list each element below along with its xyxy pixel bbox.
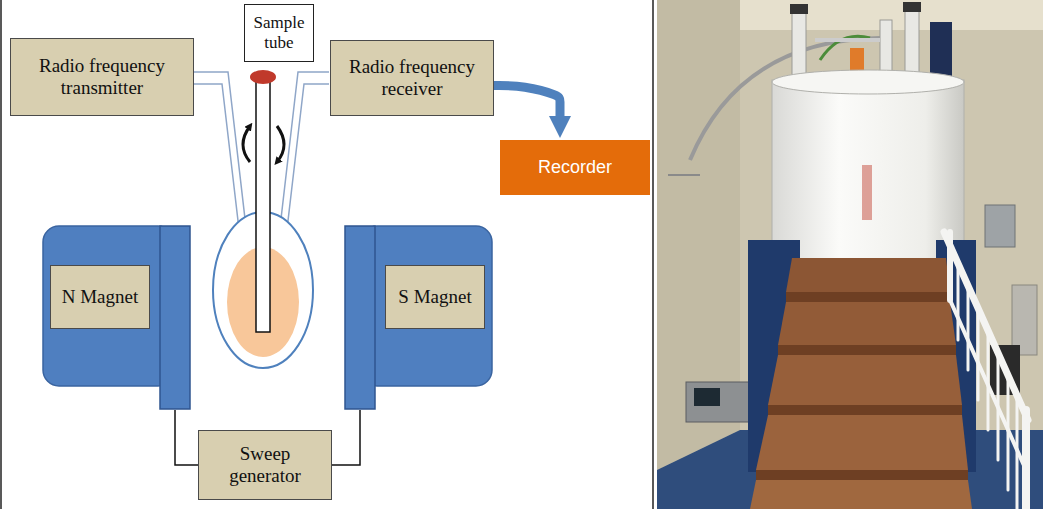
frame-line	[0, 0, 2, 509]
sweep-wire	[175, 410, 198, 465]
frame-line	[652, 0, 654, 509]
node-text: Sweep generator	[205, 443, 325, 487]
sweep-wire	[332, 410, 360, 465]
sweep-generator-box: Sweep generator	[198, 430, 332, 500]
node-text: Radio frequency transmitter	[17, 55, 187, 99]
node-text: N Magnet	[62, 286, 139, 308]
node-text: S Magnet	[398, 286, 471, 308]
node-text: Radio frequency receiver	[337, 56, 487, 100]
rotation-arrow	[243, 126, 250, 162]
node-text: Sample tube	[251, 13, 307, 52]
magnet-label-box: N Magnet	[50, 265, 150, 329]
magnet-label-box: S Magnet	[385, 265, 485, 329]
sample-tube	[256, 80, 270, 332]
sample-tube-label: Sample tube	[244, 4, 314, 62]
tube-cap	[250, 70, 276, 84]
spectrometer-photo	[657, 0, 1043, 509]
signal-arrow	[494, 86, 560, 116]
magnet-block: N Magnet	[42, 225, 192, 410]
node-text: Recorder	[538, 157, 612, 178]
magnet-block: S Magnet	[343, 225, 493, 410]
receiver-box: Radio frequency receiver	[330, 40, 494, 116]
transmitter-box: Radio frequency transmitter	[10, 38, 194, 116]
rotation-arrow	[277, 126, 284, 162]
recorder-box: Recorder	[500, 140, 650, 195]
